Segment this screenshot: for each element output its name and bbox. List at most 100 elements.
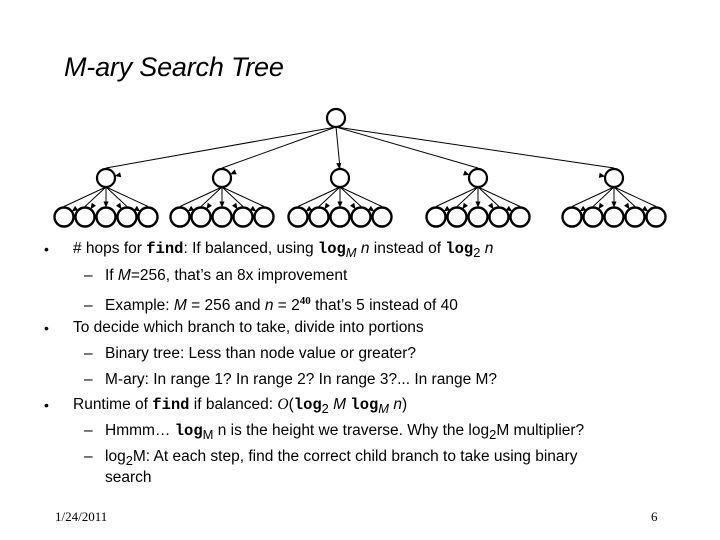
tree-root-node — [325, 107, 347, 129]
tree-leaf-node — [329, 206, 351, 228]
tree-edge — [63, 186, 107, 207]
bullet-hops: # hops for find: If balanced, using logM… — [73, 240, 494, 261]
tree-internal-node — [95, 167, 117, 189]
edge-arrowhead — [230, 169, 237, 175]
edge-arrowhead — [90, 202, 97, 210]
tree-leaf-node — [74, 206, 96, 228]
tree-leaf-node — [582, 206, 604, 228]
subbullet-binary: –Binary tree: Less than node value or gr… — [84, 345, 417, 362]
tree-leaf-node — [253, 206, 275, 228]
tree-edge — [335, 126, 341, 169]
edge-arrowhead — [337, 201, 343, 208]
slide-page-number: 6 — [651, 509, 658, 524]
tree-leaf-node — [53, 206, 75, 228]
tree-leaf-node — [425, 206, 447, 228]
tree-edge — [339, 186, 383, 207]
bullet-runtime: Runtime of find if balanced: O(log2 M lo… — [73, 396, 408, 417]
edge-arrowhead — [219, 201, 225, 208]
tree-leaf-node — [116, 206, 138, 228]
tree-edge — [200, 186, 223, 207]
tree-leaf-node — [287, 206, 309, 228]
bullet-marker: • — [44, 241, 49, 257]
bullet-branch: To decide which branch to take, divide i… — [73, 319, 424, 336]
edge-arrowhead — [133, 205, 141, 212]
edge-arrowhead — [463, 170, 470, 176]
edge-arrowhead — [443, 205, 451, 212]
m-ary-tree-diagram — [53, 107, 667, 228]
tree-edge — [571, 186, 615, 207]
tree-leaf-node — [350, 206, 372, 228]
tree-leaf-node — [467, 206, 489, 228]
edge-arrowhead — [487, 202, 494, 210]
edge-arrowhead — [598, 172, 606, 178]
edge-arrowhead — [71, 205, 79, 212]
bullet-marker: • — [44, 397, 49, 413]
tree-internal-node — [211, 167, 233, 189]
tree-edge — [84, 186, 107, 207]
subbullet-example: –Example: M = 256 and n = 240 that’s 5 i… — [84, 295, 458, 315]
edge-arrowhead — [187, 205, 195, 212]
subbullet-log2m: –log2M: At each step, find the correct c… — [84, 448, 578, 469]
edge-arrowhead — [641, 205, 649, 212]
tree-leaf-node — [645, 206, 667, 228]
tree-edge — [613, 186, 657, 207]
subbullet-8x: –If M=256, that’s an 8x improvement — [84, 267, 348, 284]
tree-edge — [221, 186, 265, 207]
tree-leaf-node — [137, 206, 159, 228]
tree-edge — [318, 186, 341, 207]
tree-edge — [179, 186, 223, 207]
tree-edge — [297, 186, 341, 207]
edge-arrowhead — [324, 202, 331, 210]
tree-edge — [435, 186, 479, 207]
edge-arrowhead — [611, 201, 617, 208]
edge-arrowhead — [623, 202, 630, 210]
tree-edge — [105, 186, 149, 207]
bullet-marker: • — [44, 320, 49, 336]
tree-leaf-node — [446, 206, 468, 228]
edge-arrowhead — [475, 201, 481, 208]
tree-leaf-node — [95, 206, 117, 228]
tree-leaf-node — [308, 206, 330, 228]
tree-internal-node — [603, 167, 625, 189]
tree-leaf-node — [488, 206, 510, 228]
tree-edge — [613, 186, 636, 207]
tree-leaf-node — [211, 206, 233, 228]
tree-edge — [221, 126, 337, 169]
tree-edge — [456, 186, 479, 207]
tree-leaf-node — [371, 206, 393, 228]
tree-edge — [477, 186, 500, 207]
tree-internal-node — [467, 167, 489, 189]
edge-arrowhead — [103, 201, 109, 208]
tree-edge — [477, 186, 521, 207]
slide-title: M-ary Search Tree — [64, 52, 284, 82]
tree-leaf-node — [624, 206, 646, 228]
tree-edge — [335, 126, 615, 169]
edge-arrowhead — [367, 205, 375, 212]
edge-arrowhead — [115, 202, 122, 210]
tree-leaf-node — [603, 206, 625, 228]
edge-arrowhead — [462, 202, 469, 210]
edge-arrowhead — [231, 202, 238, 210]
tree-leaf-node — [169, 206, 191, 228]
tree-internal-node — [329, 167, 351, 189]
tree-edge — [339, 186, 362, 207]
edge-arrowhead — [579, 205, 587, 212]
subbullet-mary: –M-ary: In range 1? In range 2? In range… — [84, 371, 498, 388]
edge-arrowhead — [349, 202, 356, 210]
tree-edge — [105, 126, 337, 169]
slide-date: 1/24/2011 — [55, 509, 108, 524]
edge-arrowhead — [336, 162, 342, 170]
edge-arrowhead — [114, 172, 122, 178]
edge-arrowhead — [249, 205, 257, 212]
edge-arrowhead — [505, 205, 513, 212]
tree-leaf-node — [190, 206, 212, 228]
edge-arrowhead — [305, 205, 313, 212]
edge-arrowhead — [206, 202, 213, 210]
subbullet-height: –Hmmm… logM n is the height we traverse.… — [84, 422, 585, 443]
tree-leaf-node — [561, 206, 583, 228]
tree-edge — [105, 186, 128, 207]
subbullet-log2m-cont: search — [105, 469, 152, 486]
tree-leaf-node — [509, 206, 531, 228]
tree-edge — [592, 186, 615, 207]
edge-arrowhead — [598, 202, 605, 210]
